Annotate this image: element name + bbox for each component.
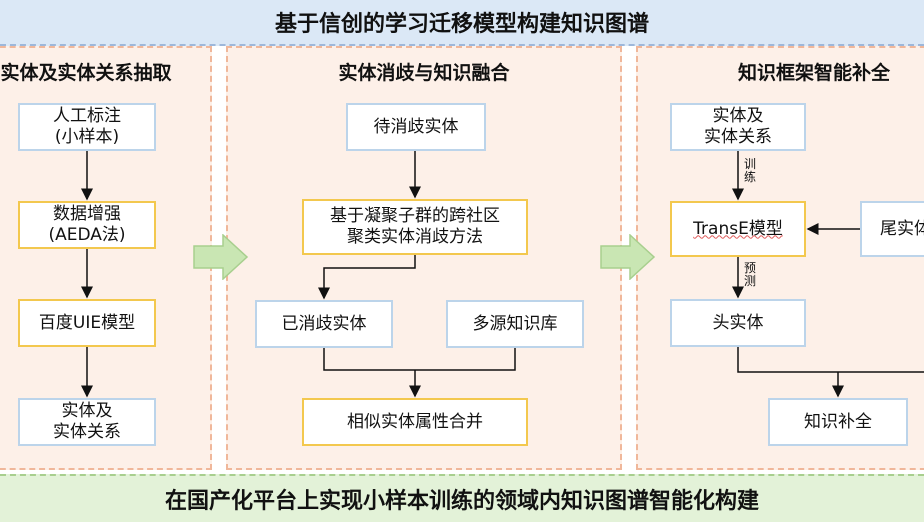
panel-title: 知识框架智能补全: [738, 62, 891, 84]
transe-model-box: TransE模型: [670, 201, 806, 257]
panel-title: 实体消歧与知识融合: [338, 62, 510, 84]
manual-annotation-box: 人工标注 (小样本): [18, 103, 156, 151]
data-augmentation-box: 数据增强 (AEDA法): [18, 201, 156, 249]
entity-relation-box: 实体及 实体关系: [670, 103, 806, 151]
pending-entity-box: 待消歧实体: [346, 103, 486, 151]
bottom-banner-text: 在国产化平台上实现小样本训练的领域内知识图谱智能化构建: [164, 489, 759, 514]
baidu-uie-model-box: 百度UIE模型: [18, 299, 156, 347]
train-label: 训 练: [744, 157, 757, 184]
tail-entity-box: 尾实体: [860, 201, 924, 257]
multi-source-kb-box: 多源知识库: [446, 300, 584, 348]
bottom-banner: 在国产化平台上实现小样本训练的领域内知识图谱智能化构建: [0, 474, 924, 522]
panel-title: 实体及实体关系抽取: [0, 62, 172, 84]
top-banner: 基于信创的学习迁移模型构建知识图谱: [0, 0, 924, 46]
top-banner-text: 基于信创的学习迁移模型构建知识图谱: [274, 12, 649, 37]
green-right-arrow: [193, 234, 249, 280]
predict-label: 预 测: [744, 261, 757, 288]
attribute-merge-box: 相似实体属性合并: [302, 398, 528, 446]
transe-model-label: TransE模型: [693, 218, 783, 239]
disambiguation-method-box: 基于凝聚子群的跨社区 聚类实体消歧方法: [302, 199, 528, 255]
entity-relation-box: 实体及 实体关系: [18, 398, 156, 446]
disambiguated-entity-box: 已消歧实体: [255, 300, 393, 348]
knowledge-completion-box: 知识补全: [768, 398, 908, 446]
head-entity-box: 头实体: [670, 299, 806, 347]
green-right-arrow: [600, 234, 656, 280]
